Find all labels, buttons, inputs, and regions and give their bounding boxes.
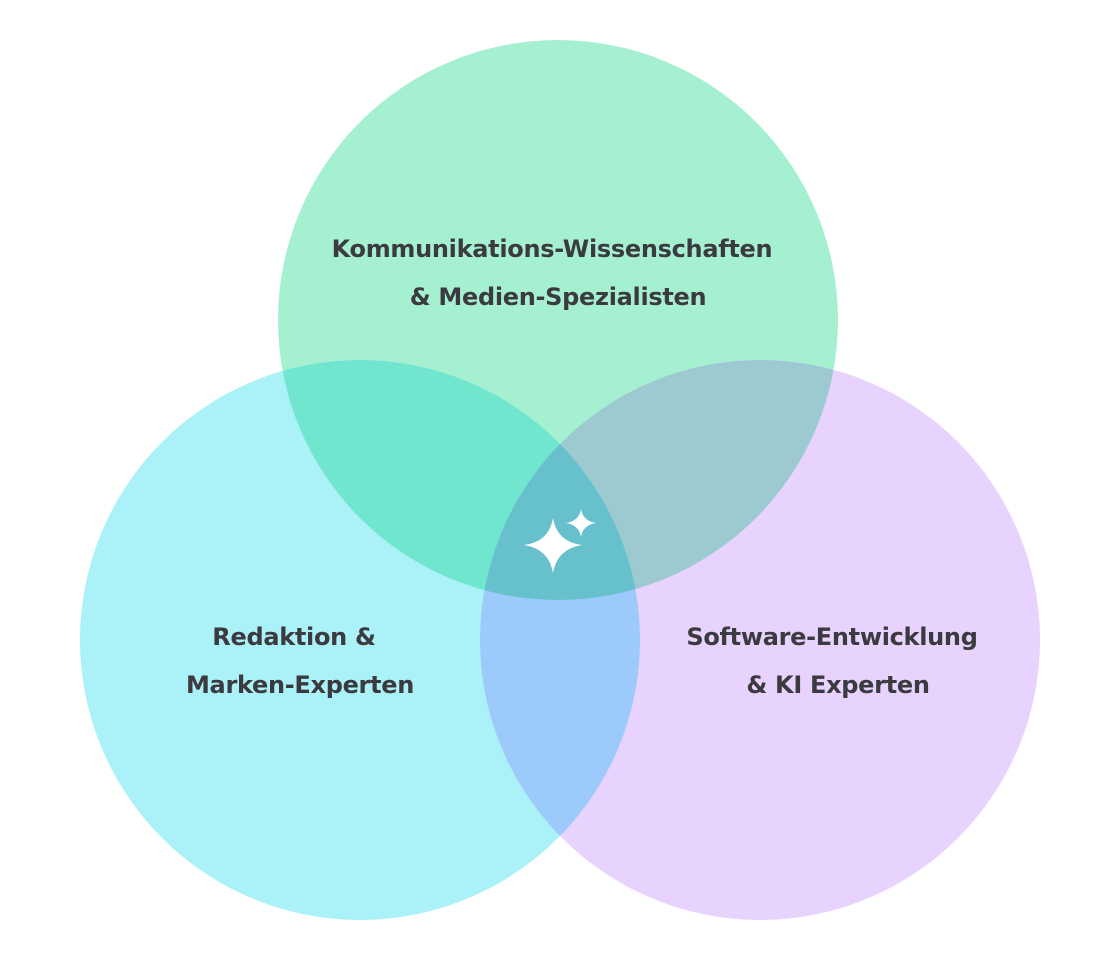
label-left-line-2: Marken-Experten (186, 671, 414, 699)
overlap-top-left (278, 360, 640, 600)
label-left: Redaktion & Marken-Experten (186, 623, 414, 699)
label-right-line-2: & KI Experten (746, 671, 929, 699)
label-top-line-1: Kommunikations-Wissenschaften (332, 235, 773, 263)
label-right-line-1: Software-Entwicklung (686, 623, 977, 651)
label-left-line-1: Redaktion & (212, 623, 375, 651)
label-top: Kommunikations-Wissenschaften & Medien-S… (332, 235, 781, 311)
sparkle-icon (524, 509, 596, 573)
label-right: Software-Entwicklung & KI Experten (686, 623, 985, 699)
label-top-line-2: & Medien-Spezialisten (410, 283, 707, 311)
overlap-top-right (480, 360, 838, 600)
